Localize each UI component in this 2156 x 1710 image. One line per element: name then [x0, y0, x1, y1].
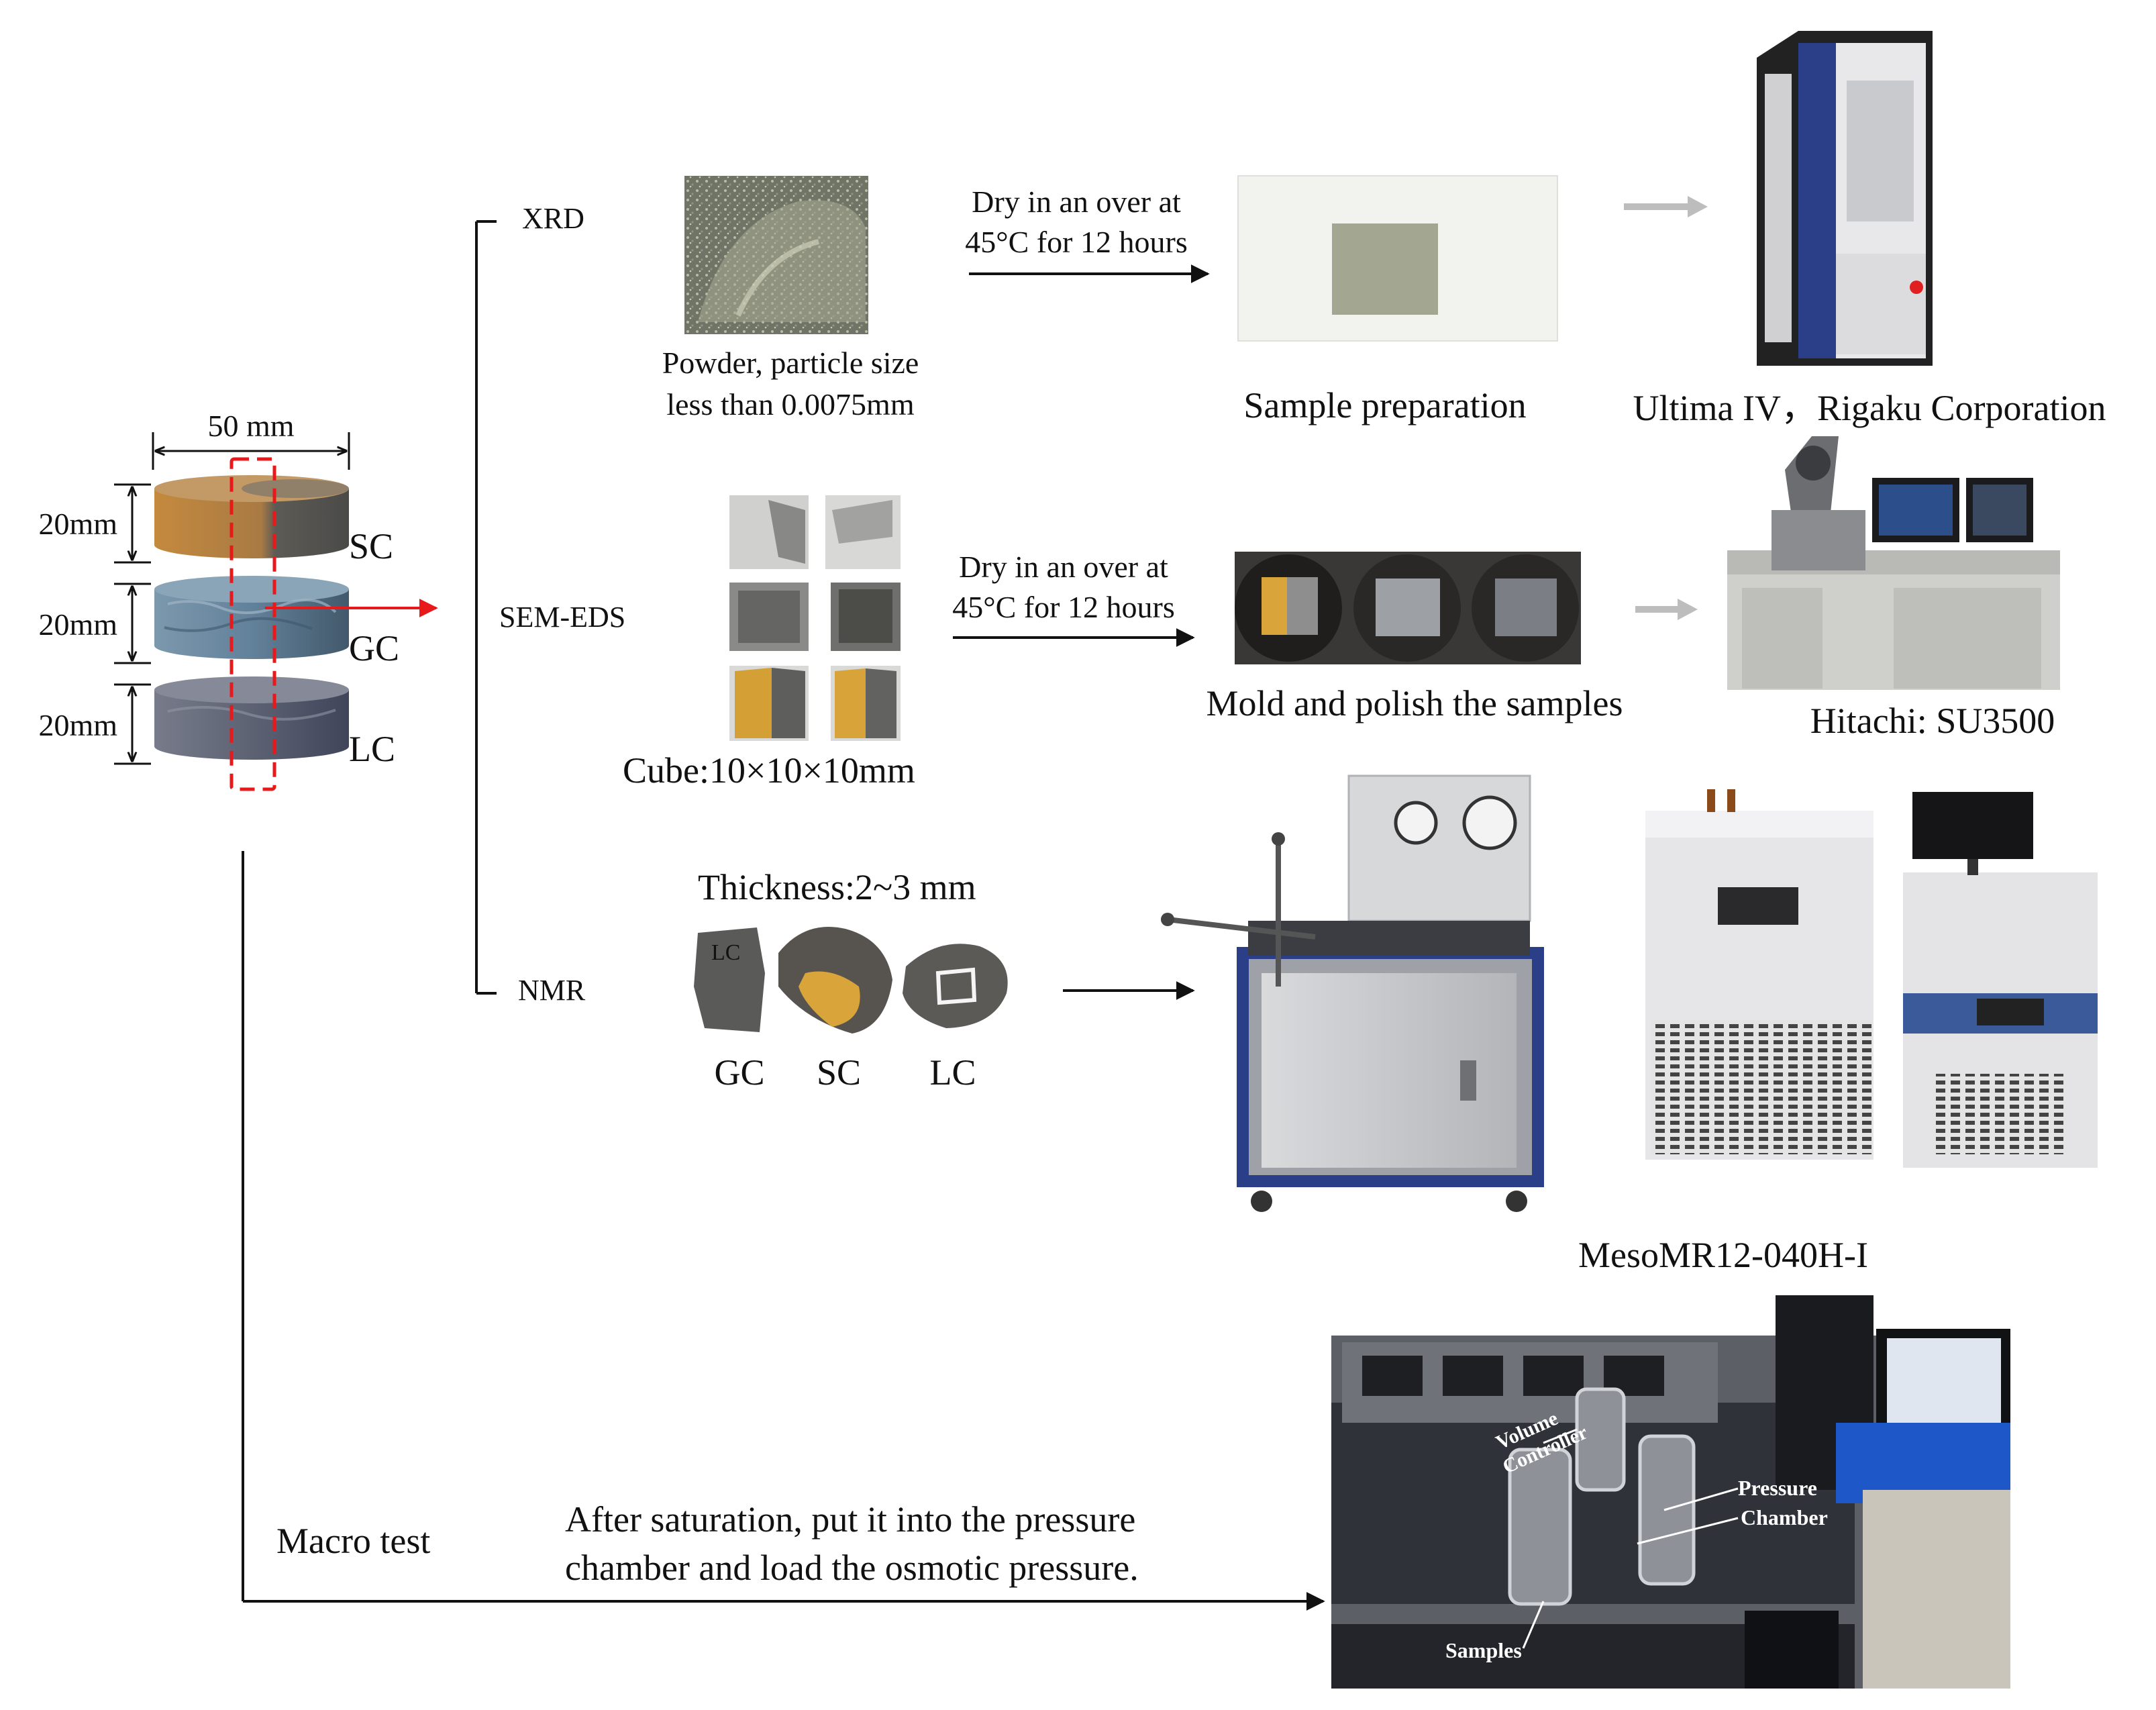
- height-label-sc: 20mm: [38, 507, 117, 541]
- layer-lc: [154, 676, 349, 760]
- macro-label: Macro test: [276, 1521, 430, 1561]
- macro-row: Macro test After saturation, put it into…: [242, 851, 2010, 1689]
- xrd-instrument-caption: Ultima IV，Rigaku Corporation: [1633, 388, 2106, 428]
- test-bracket: [475, 220, 497, 995]
- layer-code-sc: SC: [349, 526, 393, 566]
- nmr-spectrometer-photo: [1645, 789, 2098, 1168]
- sem-prep-caption: Mold and polish the samples: [1207, 683, 1623, 723]
- nmr-label: NMR: [518, 974, 586, 1007]
- macro-step-line-2: chamber and load the osmotic pressure.: [565, 1548, 1139, 1588]
- nmr-sample-label-gc: GC: [714, 1052, 764, 1093]
- xrd-instrument-photo: [1757, 31, 1933, 366]
- annotation-pressure-2: Chamber: [1741, 1505, 1828, 1529]
- svg-text:LC: LC: [711, 940, 740, 965]
- xrd-sample-caption-1: Powder, particle size: [662, 346, 919, 380]
- layer-sc: [154, 475, 349, 558]
- width-label: 50 mm: [207, 409, 294, 443]
- xrd-step-line-1: Dry in an over at: [972, 185, 1181, 219]
- nmr-row: NMR Thickness:2~3 mm LC GC SC LC: [518, 774, 2098, 1275]
- height-dimensions: 20mm 20mm 20mm: [38, 483, 151, 765]
- specimen: 50 mm: [38, 409, 438, 791]
- nmr-vacuum-apparatus-photo: [1161, 774, 1544, 1212]
- nmr-instrument-caption: MesoMR12-040H-I: [1578, 1235, 1868, 1275]
- xrd-sample-caption-2: less than 0.0075mm: [666, 387, 914, 421]
- height-label-gc: 20mm: [38, 607, 117, 642]
- layer-code-lc: LC: [349, 729, 395, 769]
- annotation-samples: Samples: [1445, 1638, 1522, 1662]
- nmr-thickness-caption: Thickness:2~3 mm: [698, 867, 976, 907]
- sem-step-line-1: Dry in an over at: [959, 550, 1168, 584]
- sem-instrument-photo: [1727, 436, 2060, 690]
- annotation-pressure-1: Pressure: [1738, 1476, 1817, 1500]
- height-label-lc: 20mm: [38, 708, 117, 742]
- width-dimension: 50 mm: [152, 409, 350, 470]
- xrd-label: XRD: [522, 202, 584, 235]
- layer-gc: [154, 576, 349, 659]
- sem-mold-photos: [1235, 552, 1581, 664]
- sem-sample-caption: Cube:10×10×10mm: [623, 750, 915, 791]
- xrd-slide-photo: [1237, 175, 1558, 342]
- sem-row: SEM-EDS Cube:10×10×10mm Dry in an over a…: [499, 436, 2060, 791]
- cut-region-outline: [229, 457, 276, 791]
- nmr-sample-label-lc: LC: [929, 1052, 976, 1093]
- sem-step-line-2: 45°C for 12 hours: [952, 590, 1174, 624]
- nmr-sample-photos: LC: [694, 926, 1008, 1034]
- nmr-sample-label-sc: SC: [817, 1052, 861, 1093]
- sem-instrument-caption: Hitachi: SU3500: [1810, 701, 2055, 741]
- xrd-prep-caption: Sample preparation: [1243, 385, 1526, 425]
- sem-cube-photos: [729, 495, 901, 741]
- layer-code-gc: GC: [349, 628, 399, 668]
- macro-apparatus-photo: Volume Controller Pressure Chamber Sampl…: [1331, 1295, 2010, 1689]
- macro-step-line-1: After saturation, put it into the pressu…: [565, 1499, 1135, 1540]
- sem-label: SEM-EDS: [499, 601, 625, 634]
- xrd-row: XRD Powder, particle size less than 0.00…: [522, 31, 2106, 428]
- powder-photo: [684, 176, 868, 334]
- xrd-step-line-2: 45°C for 12 hours: [965, 225, 1187, 259]
